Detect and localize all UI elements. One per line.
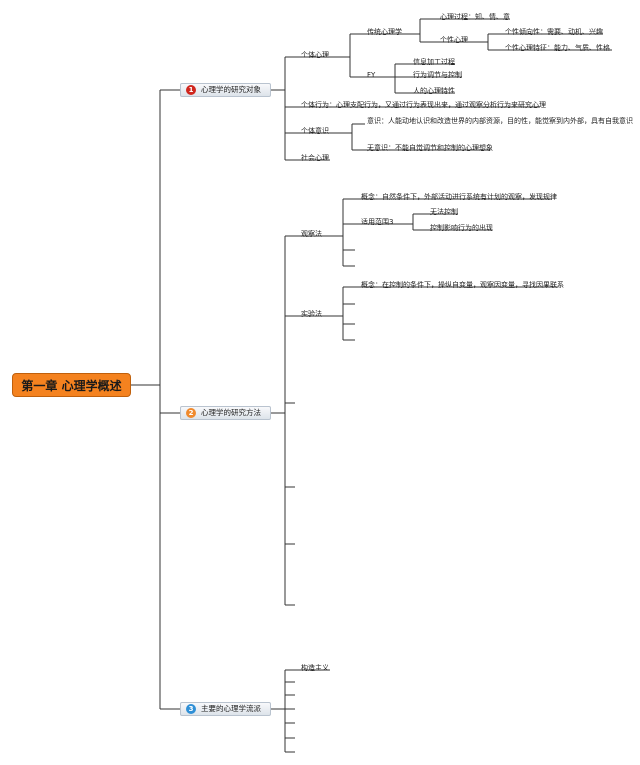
branch-label: 心理学的研究对象	[201, 85, 261, 94]
node-experiment-concept[interactable]: 概念：在控制的条件下，操纵自变量，观察因变量，寻找因果联系	[361, 281, 564, 289]
badge-1: 1	[186, 85, 196, 95]
connector-b3-stubs	[285, 669, 330, 753]
node-behavior-regulation[interactable]: 行为调节与控制	[413, 71, 462, 79]
node-personality-traits[interactable]: 个性心理特征：能力、气质、性格	[505, 44, 610, 52]
node-personality-tendency[interactable]: 个性倾向性：需要、动机、兴趣	[505, 28, 603, 36]
node-individual-consciousness[interactable]: 个体意识	[301, 127, 329, 135]
node-unconsciousness[interactable]: 无意识：不能自觉调节和控制的心理想象	[367, 144, 493, 152]
node-individual-behavior[interactable]: 个体行为：心理支配行为，又通过行为表现出来，通过观察分析行为来研究心理	[301, 101, 546, 109]
connector-traditional-stubs	[420, 18, 510, 43]
connector-fy-stubs	[395, 63, 462, 94]
node-structuralism[interactable]: 构造主义	[301, 664, 329, 672]
node-mental-process[interactable]: 心理过程：知、情、意	[440, 13, 510, 21]
branch-research-object[interactable]: 1 心理学的研究对象	[180, 83, 271, 97]
node-mental-characteristics[interactable]: 人的心理特性	[413, 87, 455, 95]
connector-b1-stubs	[285, 56, 540, 161]
node-application-scope[interactable]: 适用范围3	[361, 218, 394, 226]
node-social-psychology[interactable]: 社会心理	[301, 154, 329, 162]
badge-2: 2	[186, 408, 196, 418]
node-experiment-method[interactable]: 实验法	[301, 310, 322, 318]
node-control-behavior[interactable]: 控制影响行为的出现	[430, 224, 493, 232]
branch-label: 主要的心理学流派	[201, 704, 261, 713]
node-observation-method[interactable]: 观察法	[301, 230, 322, 238]
connector-consciousness-stubs	[352, 123, 490, 151]
node-fy[interactable]: FY	[367, 71, 376, 79]
node-information-processing[interactable]: 信息加工过程	[413, 58, 455, 66]
connector-observation-stubs	[343, 198, 552, 267]
branch-label: 心理学的研究方法	[201, 408, 261, 417]
node-observation-concept[interactable]: 概念：自然条件下，外部活动进行系统有计划的观察，发现规律	[361, 193, 557, 201]
node-uncontrollable[interactable]: 无法控制	[430, 208, 458, 216]
connector-level1-stubs	[160, 89, 180, 710]
connector-scope-stubs	[413, 213, 492, 231]
connector-individual-stubs	[350, 33, 405, 78]
node-traditional-psychology[interactable]: 传统心理学	[367, 28, 402, 36]
node-individual-psychology[interactable]: 个体心理	[301, 51, 329, 59]
node-consciousness[interactable]: 意识：人能动地认识和改造世界的内部资源，目的性，能觉察到内外部，具有自我意识	[367, 117, 633, 125]
branch-schools[interactable]: 3 主要的心理学流派	[180, 702, 271, 716]
branch-research-methods[interactable]: 2 心理学的研究方法	[180, 406, 271, 420]
connector-b2-stubs	[285, 235, 325, 606]
connector-personality-stubs	[488, 33, 612, 51]
badge-3: 3	[186, 704, 196, 714]
node-personality-psychology[interactable]: 个性心理	[440, 36, 468, 44]
connector-experiment-stubs	[343, 286, 558, 341]
root-node[interactable]: 第一章 心理学概述	[12, 373, 131, 397]
